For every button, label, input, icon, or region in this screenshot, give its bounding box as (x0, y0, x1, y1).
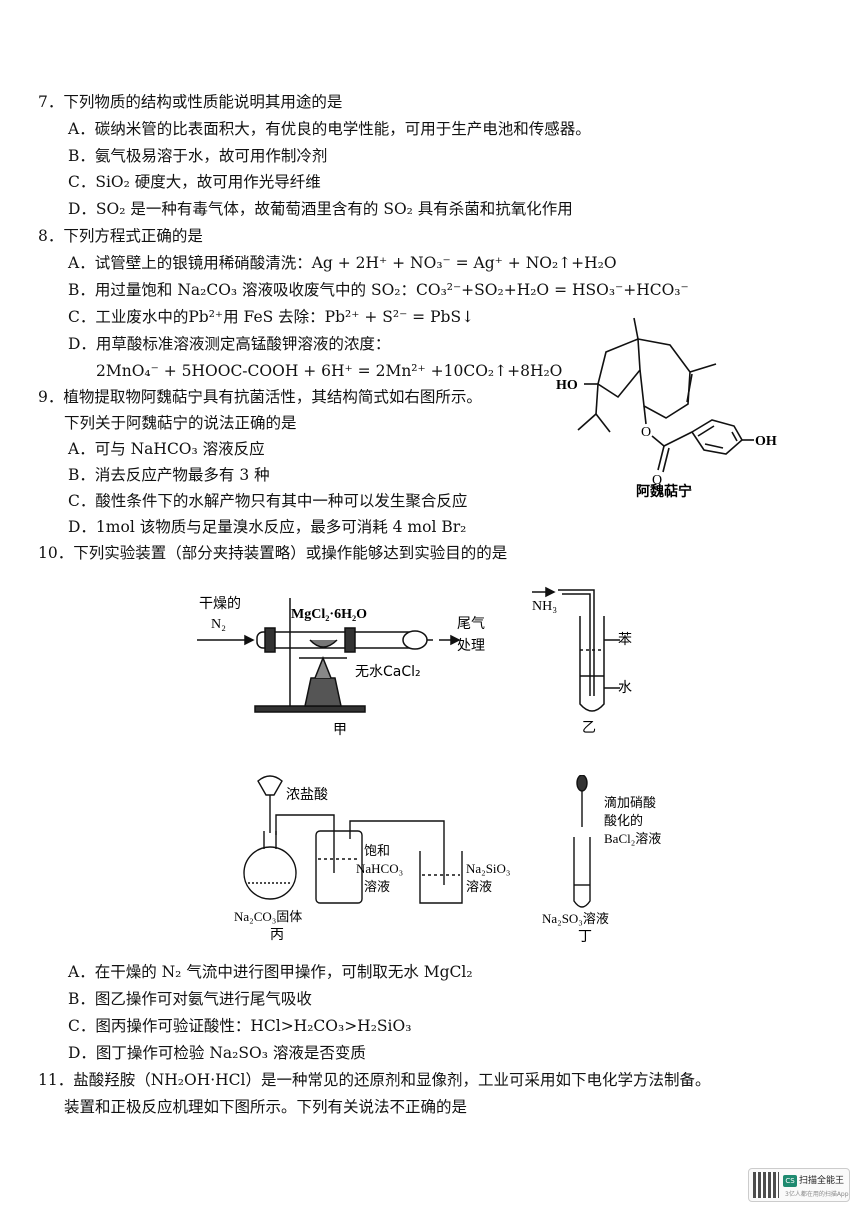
q9-option-c: C．酸性条件下的水解产物只有其中一种可以发生聚合反应 (68, 492, 468, 510)
bing-solid-label: Na₂CO₃固体 (234, 909, 302, 924)
q10-option-a: A．在干燥的 N₂ 气流中进行图甲操作，可制取无水 MgCl₂ (68, 963, 473, 981)
q11-stem-line2: 装置和正极反应机理如下图所示。下列有关说法不正确的是 (64, 1098, 468, 1116)
q9-option-a: A．可与 NaHCO₃ 溶液反应 (68, 440, 265, 458)
figure-bing-apparatus: 浓盐酸 饱和 NaHCO₃ 溶液 Na₂SiO₃ 溶液 Na₂CO₃固体 丙 (234, 775, 510, 943)
figure-ding-apparatus: 滴加硝酸 酸化的 BaCl₂溶液 Na₂SO₃溶液 丁 (542, 775, 661, 945)
q10-stem: 10．下列实验装置（部分夹持装置略）或操作能够达到实验目的的是 (38, 544, 508, 562)
q9-stem-line1: 9．植物提取物阿魏萜宁具有抗菌活性，其结构简式如右图所示。 (38, 388, 482, 406)
bing-beaker-label-2: 溶液 (466, 880, 492, 895)
yi-lower-layer-label: 水 (618, 680, 632, 696)
jia-figure-label: 甲 (333, 722, 347, 738)
q8-option-b: B．用过量饱和 Na₂CO₃ 溶液吸收废气中的 SO₂：CO₃²⁻+SO₂+H₂… (68, 281, 689, 299)
jia-tail-label-1: 尾气 (457, 616, 485, 632)
cs-logo: CS (783, 1175, 797, 1187)
ding-tube-label: Na₂SO₃溶液 (542, 911, 609, 926)
scanner-watermark: CS 扫描全能王 3亿人都在用的扫描App (748, 1168, 850, 1202)
q10-option-d: D．图丁操作可检验 Na₂SO₃ 溶液是否变质 (68, 1044, 366, 1062)
yi-figure-label: 乙 (582, 720, 596, 736)
q7-option-b: B．氨气极易溶于水，故可用作制冷剂 (68, 147, 328, 165)
q10-option-b: B．图乙操作可对氨气进行尾气吸收 (68, 990, 312, 1008)
q8-option-d: D．用草酸标准溶液测定高锰酸钾溶液的浓度： (68, 335, 391, 353)
yi-upper-layer-label: 苯 (618, 631, 632, 648)
bing-figure-label: 丙 (270, 927, 284, 943)
structure-o-ester-label: O (641, 425, 651, 440)
ding-drop-label-3: BaCl₂溶液 (604, 831, 661, 846)
q7-option-d: D．SO₂ 是一种有毒气体，故葡萄酒里含有的 SO₂ 具有杀菌和抗氧化作用 (68, 200, 573, 218)
q8-option-c: C．工业废水中的Pb²⁺用 FeS 去除：Pb²⁺ + S²⁻ = PbS↓ (68, 308, 475, 326)
yi-gas-label: NH₃ (532, 599, 557, 614)
q9-option-d: D．1mol 该物质与足量溴水反应，最多可消耗 4 mol Br₂ (68, 518, 467, 536)
qr-code-icon (753, 1172, 779, 1198)
q8-option-d-equation: 2MnO₄⁻ + 5HOOC-COOH + 6H⁺ = 2Mn²⁺ +10CO₂… (96, 362, 563, 380)
bing-wash-label-3: 溶液 (364, 880, 390, 895)
structure-o-carbonyl-label: O (652, 473, 662, 488)
jia-drying-label: 无水CaCl₂ (355, 664, 421, 680)
q9-stem-line2: 下列关于阿魏萜宁的说法正确的是 (64, 414, 297, 432)
structure-oh-label: OH (755, 434, 777, 449)
ding-drop-label-1: 滴加硝酸 (604, 795, 656, 811)
structure-ho-label: HO (556, 378, 578, 393)
bing-wash-label-2: NaHCO₃ (356, 861, 403, 876)
q9-option-b: B．消去反应产物最多有 3 种 (68, 466, 270, 484)
structure-name-label: 阿魏萜宁 (636, 483, 692, 500)
q8-stem: 8．下列方程式正确的是 (38, 227, 203, 245)
scanner-title: 扫描全能王 (799, 1176, 845, 1186)
bing-beaker-label-1: Na₂SiO₃ (466, 861, 510, 876)
q11-stem-line1: 11．盐酸羟胺（NH₂OH·HCl）是一种常见的还原剂和显像剂，工业可采用如下电… (38, 1071, 711, 1089)
q10-option-c: C．图丙操作可验证酸性：HCl>H₂CO₃>H₂SiO₃ (68, 1017, 412, 1035)
figure-jia-apparatus: 干燥的 N₂ MgCl₂·6H₂O 尾气 处理 无水CaCl₂ 甲 (197, 596, 485, 738)
ding-drop-label-2: 酸化的 (604, 813, 643, 829)
jia-reagent-label: MgCl₂·6H₂O (291, 607, 367, 622)
q7-option-c: C．SiO₂ 硬度大，故可用作光导纤维 (68, 173, 321, 191)
ding-figure-label: 丁 (578, 929, 592, 945)
q7-option-a: A．碳纳米管的比表面积大，有优良的电学性能，可用于生产电池和传感器。 (68, 120, 591, 138)
scanner-subtitle: 3亿人都在用的扫描App (785, 1191, 849, 1198)
figure-yi-apparatus: NH₃ 苯 水 乙 (532, 586, 632, 736)
afetenin-structure-figure: HO O O OH 阿魏萜宁 (556, 317, 777, 500)
q8-option-a: A．试管壁上的银镜用稀硝酸清洗：Ag + 2H⁺ + NO₃⁻ = Ag⁺ + … (68, 254, 617, 272)
jia-gas-in-label-2: N₂ (211, 617, 226, 632)
jia-tail-label-2: 处理 (457, 638, 485, 654)
q7-stem: 7．下列物质的结构或性质能说明其用途的是 (38, 93, 343, 111)
bing-wash-label-1: 饱和 (364, 844, 390, 859)
bing-acid-label: 浓盐酸 (286, 787, 328, 803)
jia-gas-in-label-1: 干燥的 (199, 596, 241, 612)
